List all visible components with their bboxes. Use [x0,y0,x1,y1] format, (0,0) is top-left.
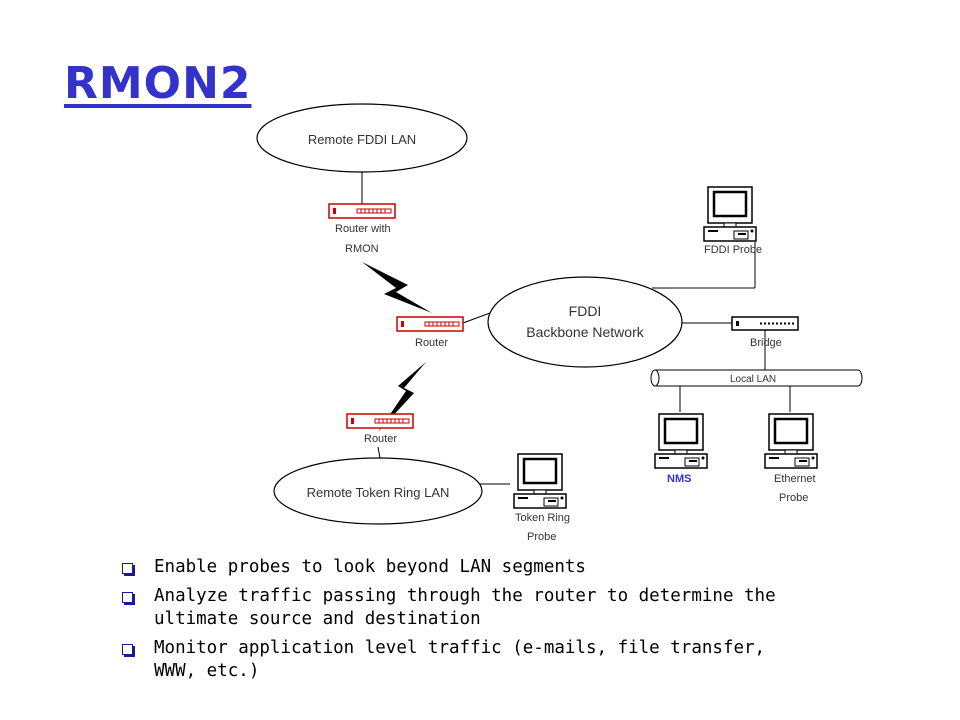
remote-token-ring-lan-label: Remote Token Ring LAN [307,485,450,500]
local-lan-bus [650,369,863,387]
computer-icon [512,452,568,510]
remote-token-ring-lan-node [273,457,483,525]
fddi-backbone-node [487,276,683,368]
bridge-icon [731,316,799,331]
remote-fddi-lan-node [256,103,468,173]
rmon-label: RMON [345,243,379,255]
bullet-list: Enable probes to look beyond LAN segment… [120,556,800,689]
bridge-label: Bridge [750,337,782,349]
bullet-icon [122,563,133,574]
bullet-icon [122,592,133,603]
ethernet-probe-label: Probe [779,492,808,504]
token-ring-probe-label: Probe [527,531,556,543]
router-with-rmon-icon [328,203,396,219]
local-lan-label: Local LAN [730,374,776,385]
lightning-icon [362,262,432,313]
router-icon [346,413,414,429]
link-router-backbone [462,312,491,324]
fddi-label: FDDI [569,303,602,319]
bullet-text: Analyze traffic passing through the rout… [154,586,776,629]
ethernet-label: Ethernet [774,473,816,485]
router-with-label: Router with [335,223,391,235]
bullet-text: Enable probes to look beyond LAN segment… [154,557,586,577]
bullet-icon [122,644,133,655]
router-low-label: Router [364,433,397,445]
router-icon [396,316,464,332]
page-title: RMON2 [64,58,252,109]
link-router-tokenring [377,446,381,459]
token-ring-label: Token Ring [515,512,570,524]
bullet-text: Monitor application level traffic (e-mai… [154,638,766,681]
bullet-item: Analyze traffic passing through the rout… [120,585,800,631]
computer-icon [763,412,819,470]
computer-icon [702,185,758,243]
router-mid-label: Router [415,337,448,349]
computer-icon [653,412,709,470]
fddi-probe-label: FDDI Probe [704,244,762,256]
bullet-item: Monitor application level traffic (e-mai… [120,637,800,683]
backbone-network-label: Backbone Network [526,324,645,340]
bullet-item: Enable probes to look beyond LAN segment… [120,556,800,579]
remote-fddi-lan-label: Remote FDDI LAN [308,132,416,147]
nms-label: NMS [667,473,691,485]
